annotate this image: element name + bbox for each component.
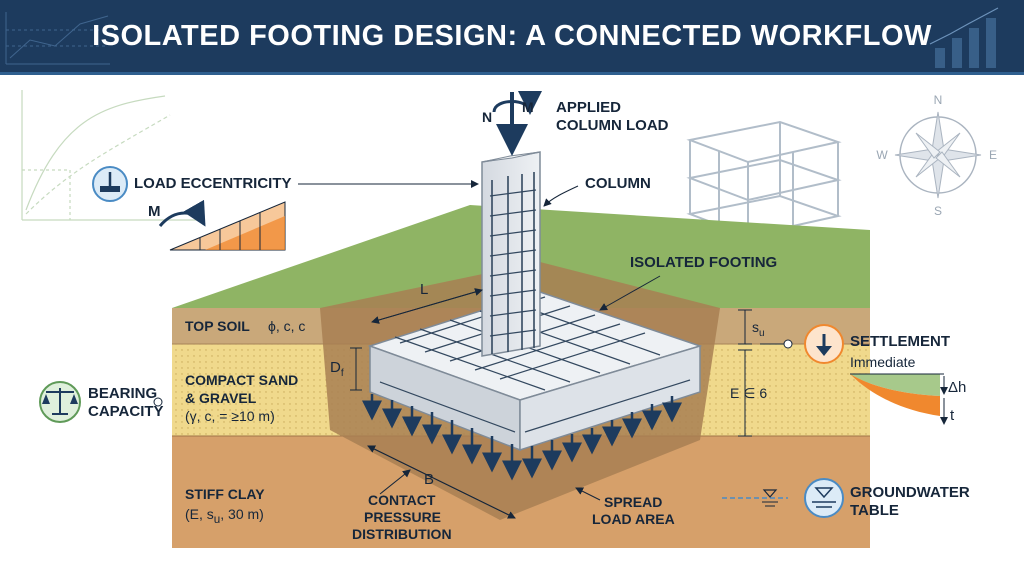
banner-decor (5, 7, 999, 68)
isolated-footing-label: ISOLATED FOOTING (630, 254, 778, 271)
su-label: su (752, 319, 765, 339)
topsoil-params: ϕ, c, c (268, 318, 306, 334)
groundwater-label-1: GROUNDWATER (850, 484, 970, 501)
applied-load-label-1: APPLIED (556, 99, 622, 116)
title-banner: ISOLATED FOOTING DESIGN: A CONNECTED WOR… (0, 0, 1024, 75)
spread-label-1: SPREAD (604, 494, 663, 510)
spread-label-2: LOAD AREA (592, 511, 675, 527)
compass-w: W (876, 148, 888, 162)
eccentricity-icon (92, 166, 128, 202)
settlement-t: t (950, 407, 955, 424)
sand-name-1: COMPACT SAND (185, 372, 299, 388)
settlement-dh: Δh (948, 379, 966, 396)
background-chart (21, 90, 200, 221)
scale-icon (39, 381, 81, 423)
groundwater-icon (804, 478, 844, 518)
footing-leader (599, 275, 661, 311)
settlement-type: Immediate (850, 354, 916, 370)
load-n: N (482, 109, 492, 125)
dim-df-label: Df (330, 359, 344, 379)
sand-name-2: & GRAVEL (185, 390, 257, 406)
compass-e: E (989, 148, 997, 162)
water-level-marker (722, 489, 788, 507)
settlement-dimension (738, 309, 752, 437)
compass-n: N (934, 93, 943, 107)
pressure-arrows (362, 394, 682, 481)
dim-b-label: B (424, 471, 434, 488)
pressure-label-3: DISTRIBUTION (352, 526, 452, 542)
pressure-label-1: CONTACT (368, 492, 436, 508)
topsoil-name: TOP SOIL (185, 318, 250, 334)
applied-load-label-2: COLUMN LOAD (556, 117, 669, 134)
settlement-icon (804, 324, 844, 364)
column-label: COLUMN (585, 175, 651, 192)
page-title: ISOLATED FOOTING DESIGN: A CONNECTED WOR… (92, 20, 932, 52)
load-m: M (522, 99, 534, 115)
clay-params: (E, su, 30 m) (185, 506, 264, 526)
groundwater-label-2: TABLE (850, 502, 899, 519)
eccentricity-wedge (158, 199, 286, 251)
column-leader (543, 185, 579, 207)
pressure-leader (379, 469, 411, 495)
modulus-label: E ∈ 6 (730, 385, 767, 401)
dimension-df (350, 347, 362, 391)
dim-l-label: L (420, 281, 428, 298)
bearing-label-2: CAPACITY (88, 403, 164, 420)
applied-load-arrow (492, 90, 542, 156)
column (481, 151, 541, 357)
pressure-label-2: PRESSURE (364, 509, 442, 525)
dimension-l (371, 288, 483, 324)
compass-s: S (934, 204, 942, 218)
settlement-label: SETTLEMENT (850, 333, 950, 350)
sand-params: (γ, c, = ≥10 m) (185, 408, 275, 424)
spread-leader (575, 487, 601, 501)
settlement-graph (850, 373, 948, 425)
eccentricity-label: LOAD ECCENTRICITY (134, 175, 292, 192)
eccentricity-m: M (148, 203, 161, 220)
compass-rose: N S E W (876, 93, 997, 218)
building-frame (686, 120, 842, 238)
bearing-label-1: BEARING (88, 385, 158, 402)
clay-name: STIFF CLAY (185, 486, 265, 502)
dimension-b (367, 445, 516, 519)
